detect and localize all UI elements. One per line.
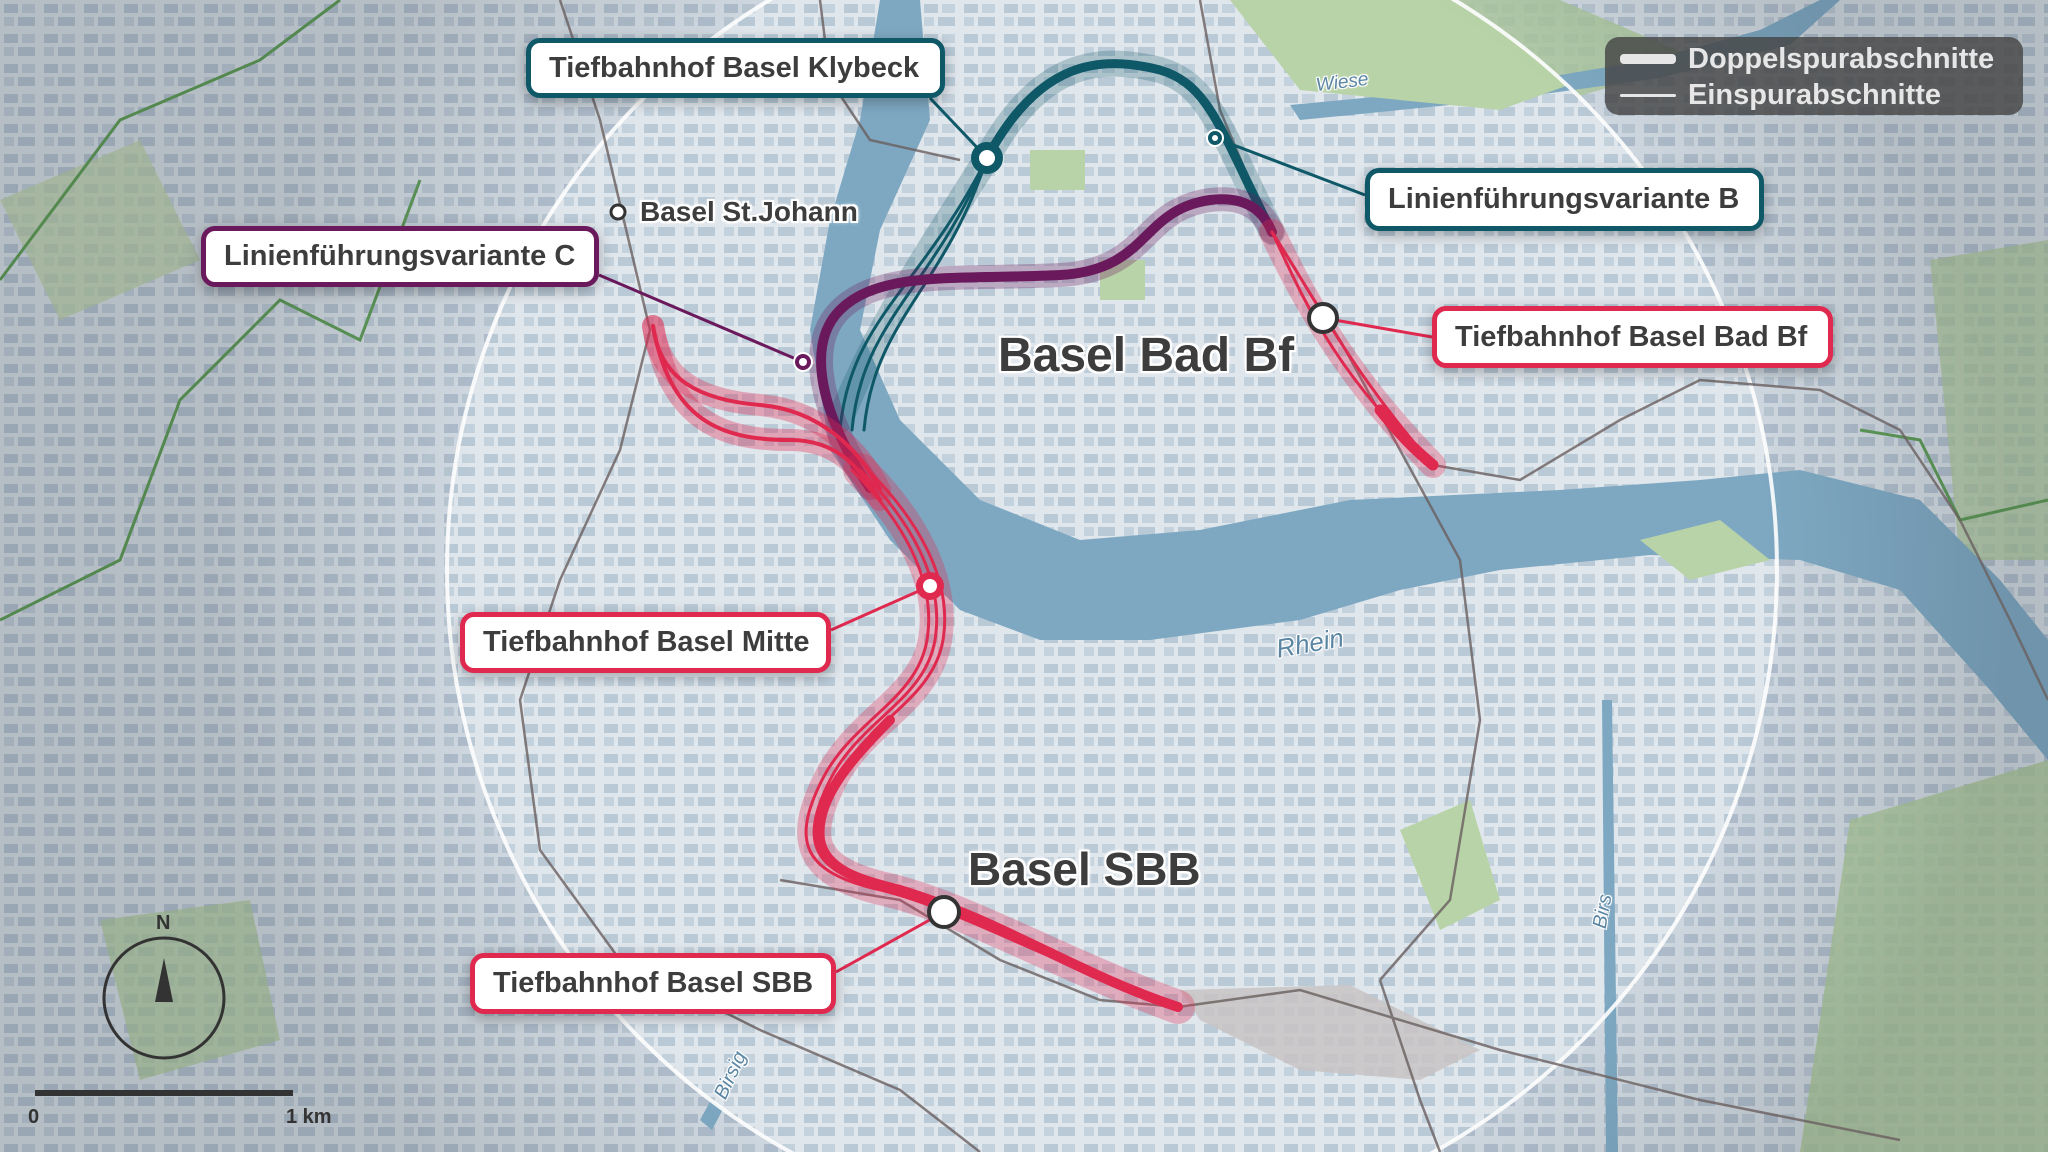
legend-label: Einspurabschnitte bbox=[1688, 78, 1941, 111]
route-variant-b[interactable] bbox=[827, 50, 1285, 433]
place-label-sbb: Basel SBB bbox=[968, 843, 1201, 895]
variant-b-marker bbox=[1206, 129, 1224, 147]
thick-line-swatch-icon bbox=[1620, 54, 1676, 64]
thin-line-swatch-icon bbox=[1620, 93, 1676, 97]
scale-end-label: 1 km bbox=[286, 1106, 332, 1128]
scale-start-label: 0 bbox=[28, 1106, 40, 1128]
station-mitte-marker bbox=[916, 572, 944, 600]
station-st-johann-marker bbox=[609, 203, 627, 221]
variant-c-marker bbox=[793, 352, 813, 372]
scale-bar bbox=[35, 1090, 293, 1096]
place-label-bad-bf: Basel Bad Bf bbox=[998, 329, 1295, 382]
legend-label: Doppelspurabschnitte bbox=[1688, 42, 1995, 75]
callout-mitte[interactable]: Tiefbahnhof Basel Mitte bbox=[460, 612, 831, 673]
station-sbb-marker bbox=[927, 895, 961, 929]
callout-leaders bbox=[598, 96, 1433, 974]
compass bbox=[102, 936, 226, 1060]
callout-variant-b[interactable]: Linienführungsvariante B bbox=[1365, 168, 1764, 231]
callout-klybeck[interactable]: Tiefbahnhof Basel Klybeck bbox=[526, 38, 945, 98]
station-klybeck-marker bbox=[971, 142, 1003, 174]
legend: Doppelspurabschnitte Einspurabschnitte bbox=[1605, 37, 2023, 115]
place-label-st-johann: Basel St.Johann bbox=[640, 196, 858, 227]
station-bad-bf-marker bbox=[1307, 302, 1339, 334]
callout-variant-c[interactable]: Linienführungsvariante C bbox=[201, 226, 599, 287]
route-variant-c[interactable] bbox=[809, 187, 1284, 500]
callout-bad-bf[interactable]: Tiefbahnhof Basel Bad Bf bbox=[1432, 306, 1833, 368]
compass-north-label: N bbox=[156, 912, 171, 934]
station-markers[interactable] bbox=[609, 129, 1339, 929]
callout-sbb[interactable]: Tiefbahnhof Basel SBB bbox=[470, 953, 836, 1014]
legend-item-single-track: Einspurabschnitte bbox=[1605, 77, 2023, 113]
north-arrow-icon bbox=[155, 958, 173, 1002]
legend-item-double-track: Doppelspurabschnitte bbox=[1605, 41, 2023, 77]
